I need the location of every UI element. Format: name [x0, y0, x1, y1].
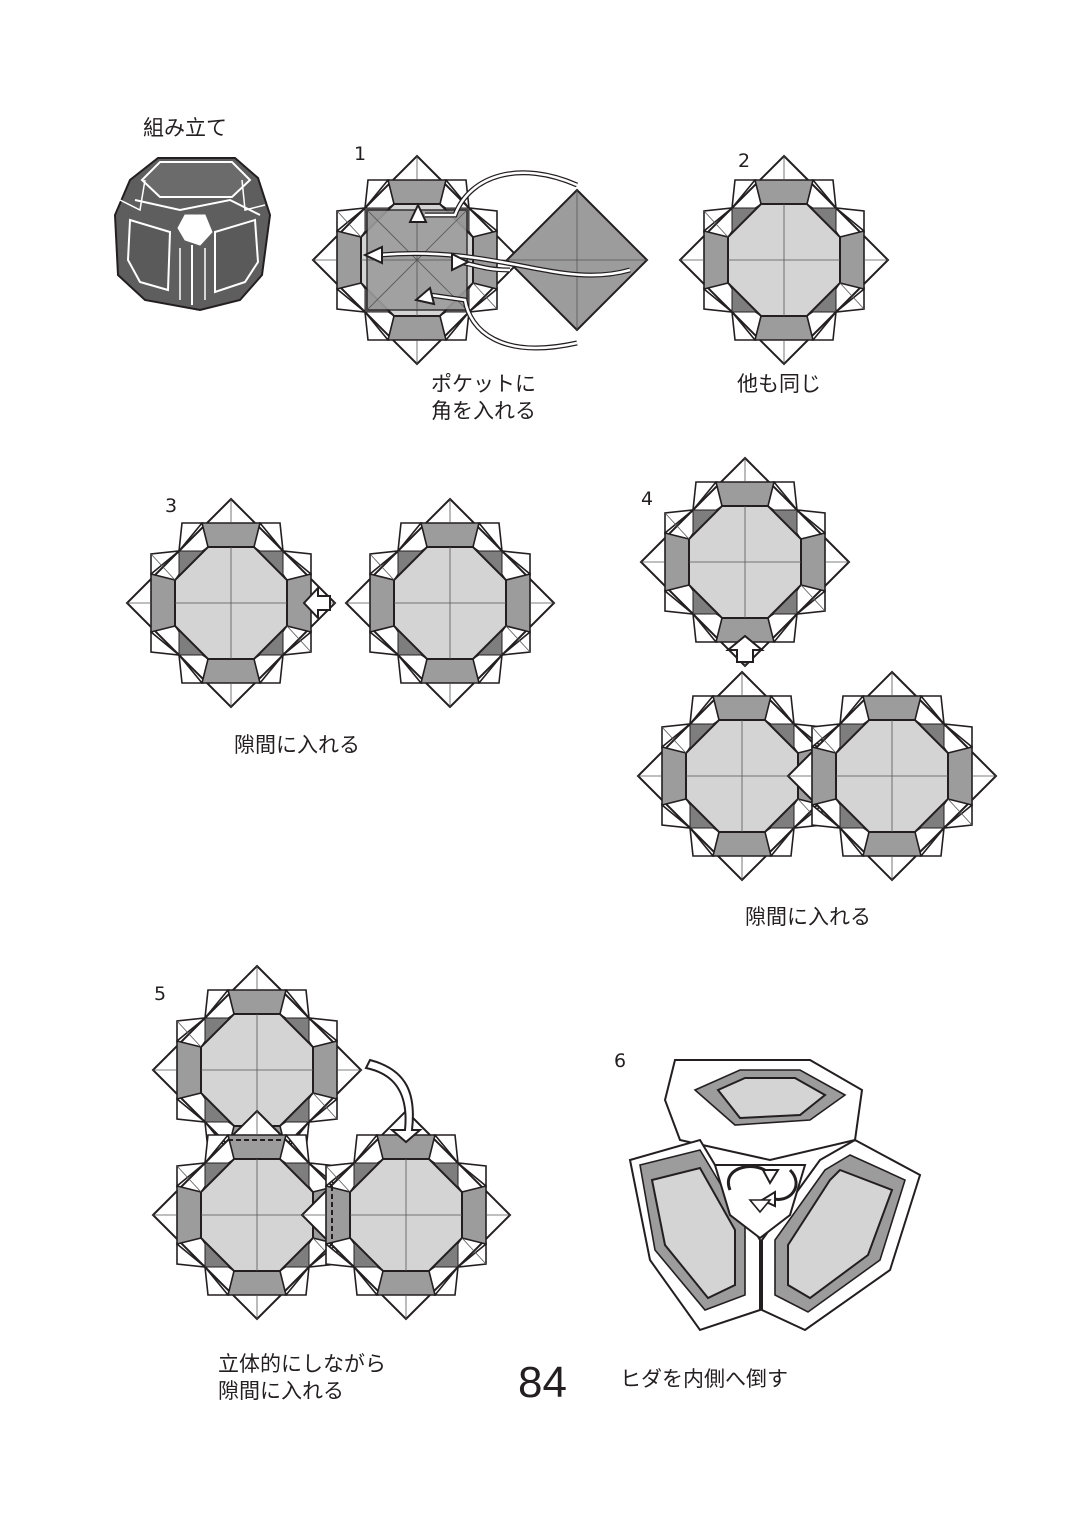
step-4-number: 4	[641, 488, 654, 510]
step-6-caption: ヒダを内側へ倒す	[620, 1367, 788, 1391]
step-5-diagram	[152, 965, 511, 1320]
step-4-caption: 隙間に入れる	[745, 905, 871, 929]
assembly-label: 組み立て	[143, 116, 227, 140]
step-6-diagram	[628, 1059, 922, 1332]
step-5-caption-line1: 立体的にしながら	[218, 1352, 386, 1376]
step-1-number: 1	[354, 143, 367, 165]
step-2-diagram	[679, 155, 889, 365]
step-3-caption: 隙間に入れる	[234, 733, 360, 757]
step-1-caption-line2: 角を入れる	[431, 399, 536, 423]
step-2-caption: 他も同じ	[737, 372, 821, 396]
step-3-diagram	[126, 498, 555, 708]
assembled-cube-illustration	[113, 157, 272, 312]
page-number: 84	[518, 1358, 567, 1407]
step-3-number: 3	[165, 495, 178, 517]
step-1-caption-line1: ポケットに	[431, 372, 536, 396]
step-1-diagram	[312, 155, 649, 365]
step-4-diagram	[637, 457, 997, 881]
step-6-number: 6	[614, 1050, 627, 1072]
step-2-number: 2	[738, 150, 751, 172]
step-5-caption-line2: 隙間に入れる	[218, 1379, 344, 1403]
step-5-number: 5	[154, 983, 167, 1005]
